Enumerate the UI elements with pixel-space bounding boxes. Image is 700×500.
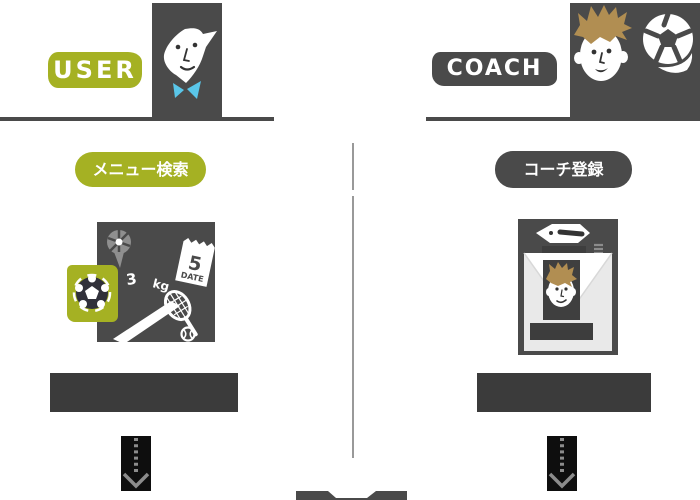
date-value: 5	[186, 252, 204, 276]
coach-face-icon	[574, 5, 632, 81]
name-tag-icon	[536, 224, 590, 258]
center-divider-top	[352, 143, 354, 190]
weight-value: 3	[125, 270, 138, 289]
soccer-ball-icon	[643, 11, 693, 73]
coach-caption-bar	[477, 373, 651, 412]
soccer-ball-stamp-icon	[67, 265, 118, 322]
name-bar-icon	[530, 323, 593, 340]
sports-ball-pin-icon	[107, 230, 131, 268]
center-divider-bottom	[352, 196, 354, 458]
coach-header-badge: COACH	[432, 52, 557, 86]
user-header-rule	[0, 117, 274, 121]
user-header-label: USER	[53, 56, 137, 84]
coach-avatar-box	[570, 3, 700, 118]
user-avatar-box	[152, 3, 222, 118]
user-down-arrow-icon	[121, 436, 151, 491]
coach-registration-illustration	[518, 219, 618, 355]
user-caption-bar	[50, 373, 238, 412]
coach-photo-icon	[543, 260, 580, 320]
user-face-icon	[163, 28, 217, 99]
user-header-badge: USER	[48, 52, 142, 88]
menu-lines-icon	[594, 243, 603, 255]
user-step-label: メニュー検索	[92, 160, 189, 179]
coach-step-label: コーチ登録	[523, 160, 604, 179]
coach-header-rule	[426, 117, 700, 121]
weight-unit: kg	[151, 276, 170, 294]
coach-down-arrow-icon	[547, 436, 577, 491]
user-step-badge: メニュー検索	[75, 152, 206, 187]
tennis-ball-icon	[180, 326, 196, 342]
coach-header-label: COACH	[446, 56, 543, 81]
coach-step-badge: コーチ登録	[495, 151, 632, 188]
bottom-notched-shape	[296, 491, 407, 500]
white-blade-icon	[113, 301, 180, 342]
date-ticket-icon: 5 DATE	[175, 238, 215, 287]
